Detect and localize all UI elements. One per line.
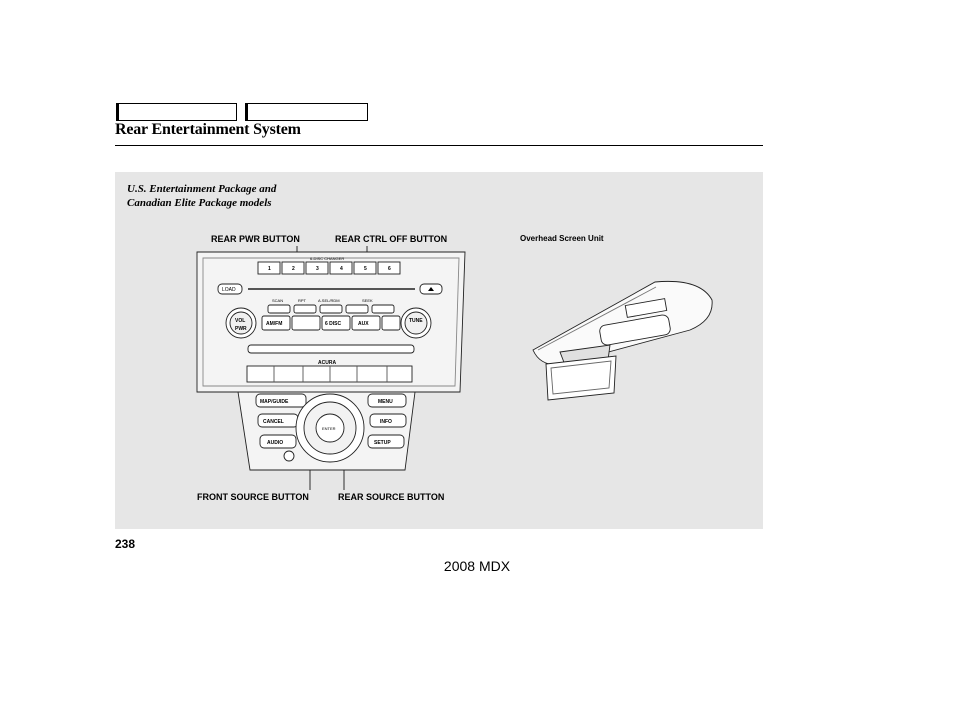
rear-button-dividers [273, 366, 388, 382]
header-tab-left [116, 103, 237, 121]
tune-label: TUNE [409, 318, 423, 324]
pwr-label: PWR [235, 326, 247, 332]
aux-label: AUX [358, 321, 369, 327]
setup-label: SETUP [374, 440, 391, 446]
enter-label: ENTER [322, 426, 336, 431]
audio-label: AUDIO [267, 440, 283, 446]
source-buttons [261, 315, 401, 331]
scan-label: SCAN [272, 298, 283, 303]
function-buttons [267, 304, 395, 314]
callout-rear-source: REAR SOURCE BUTTON [338, 492, 445, 502]
six-disc-label: 6 DISC [325, 321, 342, 327]
function-labels: SCAN RPT A.SEL/RDM SEEK [272, 298, 373, 303]
load-button [217, 283, 243, 295]
asel-label: A.SEL/RDM [318, 298, 340, 303]
footer-model: 2008 MDX [443, 558, 511, 574]
rpt-label: RPT [298, 298, 307, 303]
center-slot [247, 344, 415, 354]
callout-rear-pwr: REAR PWR BUTTON [211, 234, 300, 244]
title-rule [115, 145, 763, 146]
preset-buttons [257, 261, 401, 275]
page-number: 238 [115, 537, 136, 551]
header-tab-right [245, 103, 368, 121]
eject-icon [428, 287, 434, 291]
preset-3: 3 [316, 266, 319, 272]
small-knob [283, 450, 295, 462]
brand-label: ACURA [318, 360, 336, 366]
load-label: LOAD [222, 287, 236, 293]
amfm-label: AM/FM [266, 321, 282, 327]
rear-button-row [246, 365, 413, 383]
overhead-control-strip [599, 314, 671, 346]
tune-knob [400, 307, 432, 339]
seek-label: SEEK [362, 298, 373, 303]
changer-label: 6-DISC CHANGER [310, 256, 344, 261]
preset-2: 2 [292, 266, 295, 272]
map-guide-label: MAP/GUIDE [260, 399, 289, 405]
callout-overhead-screen: Overhead Screen Unit [520, 234, 604, 243]
menu-label: MENU [378, 399, 393, 405]
source-labels: AM/FM 6 DISC AUX [266, 321, 369, 327]
interface-dial [295, 393, 365, 463]
cancel-label: CANCEL [263, 419, 284, 425]
info-label: INFO [380, 419, 392, 425]
figure-caption-line2: Canadian Elite Package models [127, 197, 272, 209]
callout-rear-ctrl-off: REAR CTRL OFF BUTTON [335, 234, 448, 244]
control-panel: 6-DISC CHANGER 1 2 3 4 5 6 LOAD SCAN RPT… [196, 251, 466, 471]
page-title: Rear Entertainment System [115, 121, 301, 138]
preset-6: 6 [388, 266, 391, 272]
figure-caption-line1: U.S. Entertainment Package and [127, 183, 277, 195]
overhead-screen-unit [532, 280, 713, 401]
nav-labels: MAP/GUIDE MENU CANCEL INFO AUDIO SETUP [260, 399, 393, 446]
preset-5: 5 [364, 266, 367, 272]
nav-buttons [255, 393, 407, 449]
vol-label: VOL [235, 318, 245, 324]
preset-1: 1 [268, 266, 271, 272]
callout-front-source: FRONT SOURCE BUTTON [197, 492, 309, 502]
preset-labels: 1 2 3 4 5 6 [268, 266, 391, 272]
overhead-display [624, 298, 668, 318]
preset-4: 4 [340, 266, 343, 272]
volume-knob [225, 307, 257, 339]
